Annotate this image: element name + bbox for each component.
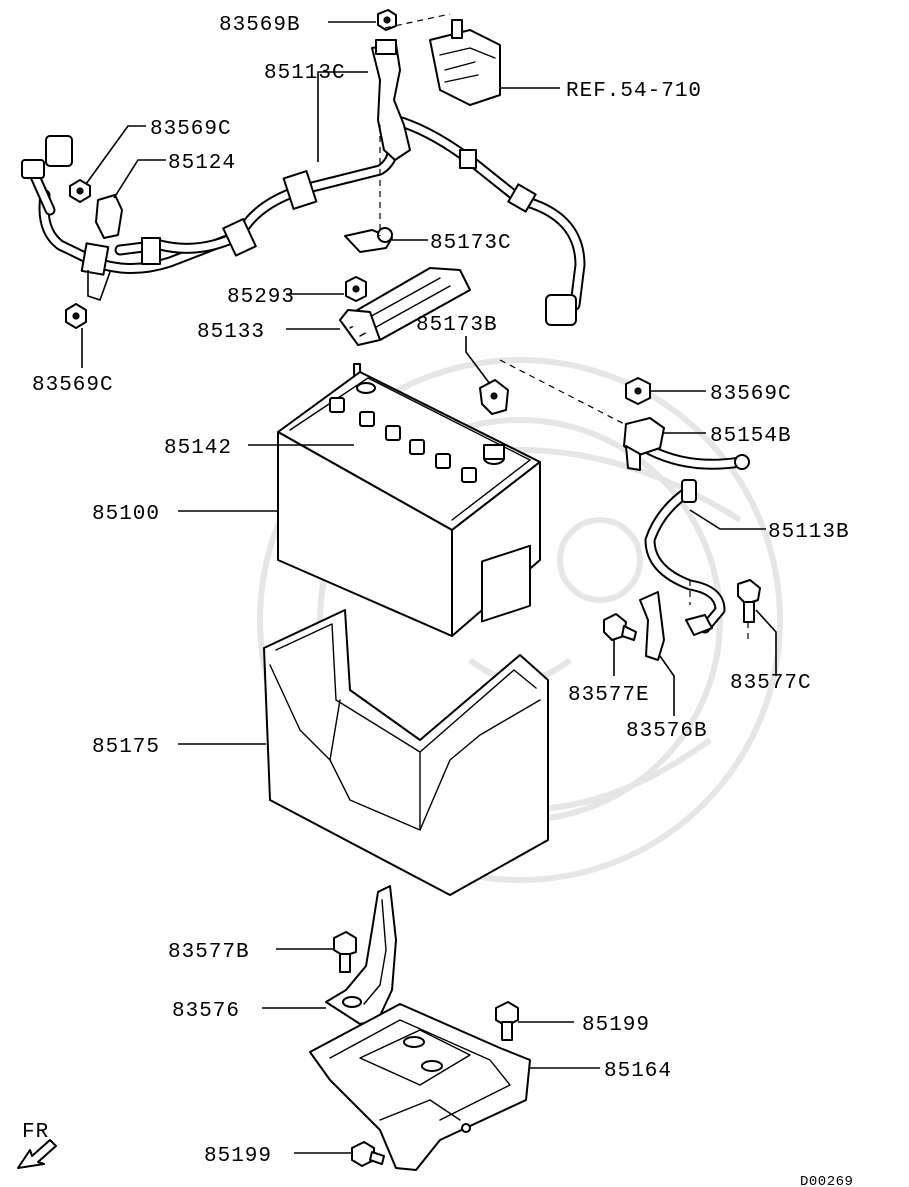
label-85142: 85142 — [164, 437, 232, 460]
diagram-id: D00269 — [800, 1174, 853, 1187]
label-85154B: 85154B — [710, 425, 792, 448]
bracket-83576[interactable] — [325, 885, 397, 1025]
label-85113C: 85113C — [264, 62, 346, 85]
nut-83569C-b[interactable] — [65, 303, 87, 329]
clamp-85173C[interactable] — [344, 227, 393, 253]
dashed-guide-3 — [384, 13, 451, 29]
front-direction-indicator: FR — [17, 1121, 57, 1169]
fr-arrow-icon — [17, 1139, 57, 1169]
plate-85164[interactable] — [309, 1003, 531, 1171]
bolt-83577B[interactable] — [333, 931, 357, 973]
dashed-guide — [499, 359, 633, 429]
nut-83569C-c[interactable] — [625, 377, 651, 405]
label-83569C-c: 83569C — [710, 383, 792, 406]
nut-85293[interactable] — [345, 276, 367, 302]
battery-85100[interactable] — [277, 371, 541, 637]
label-85124: 85124 — [168, 152, 236, 175]
label-83569C-a: 83569C — [150, 118, 232, 141]
dashed-guide-4 — [689, 580, 749, 640]
label-83577C: 83577C — [730, 672, 812, 695]
terminal-85173B[interactable] — [479, 379, 509, 415]
label-ref-54-710: REF.54-710 — [566, 80, 702, 103]
bolt-83577E[interactable] — [603, 613, 637, 641]
nut-83569C-a[interactable] — [69, 179, 91, 203]
bolt-83577C[interactable] — [737, 579, 761, 623]
label-83576B: 83576B — [626, 720, 708, 743]
label-85173C: 85173C — [430, 232, 512, 255]
label-83569C-b: 83569C — [32, 374, 114, 397]
label-85293: 85293 — [227, 286, 295, 309]
label-85164: 85164 — [604, 1060, 672, 1083]
battery-caps — [329, 397, 477, 483]
label-85175: 85175 — [92, 736, 160, 759]
fuse-block[interactable] — [429, 19, 501, 106]
label-83569B: 83569B — [219, 14, 301, 37]
cover-85124[interactable] — [95, 194, 123, 239]
holddown-85133[interactable] — [339, 267, 471, 346]
label-85199-a: 85199 — [582, 1014, 650, 1037]
harness-85113C[interactable] — [21, 39, 586, 326]
terminal-85154B[interactable] — [623, 417, 665, 471]
nut-83569B[interactable] — [377, 9, 397, 31]
label-85133: 85133 — [197, 321, 265, 344]
label-85100: 85100 — [92, 503, 160, 526]
leader-lines — [81, 21, 777, 1154]
label-85173B: 85173B — [416, 314, 498, 337]
label-83577E: 83577E — [568, 684, 650, 707]
fr-label: FR — [22, 1121, 49, 1144]
bolt-85199-b[interactable] — [351, 1141, 385, 1167]
part-labels: 83569B 85113C REF.54-710 83569C 85124 85… — [32, 14, 853, 1187]
bracket-83576B[interactable] — [639, 591, 665, 661]
label-85113B: 85113B — [768, 521, 850, 544]
label-83577B: 83577B — [168, 941, 250, 964]
bolt-85199-a[interactable] — [495, 1001, 519, 1041]
cable-85113B[interactable] — [644, 444, 750, 636]
label-83576: 83576 — [172, 1000, 240, 1023]
tray-85175[interactable] — [263, 544, 549, 896]
label-85199-b: 85199 — [204, 1145, 272, 1168]
